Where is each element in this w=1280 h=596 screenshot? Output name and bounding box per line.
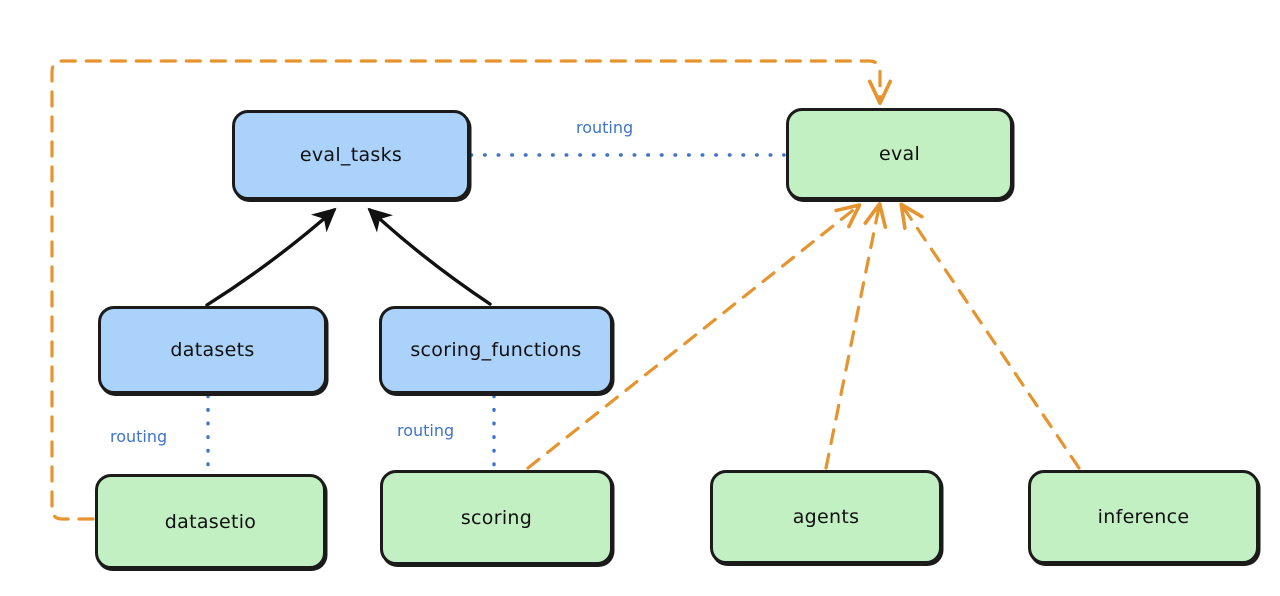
node-label: eval [878,143,921,165]
node-inference[interactable]: inference [1028,470,1259,564]
edge-scoring-eval [526,207,857,470]
node-eval[interactable]: eval [786,108,1013,200]
node-label: agents [792,506,860,528]
node-agents[interactable]: agents [710,470,942,564]
node-label: datasets [170,339,255,361]
node-label: scoring [460,506,533,529]
edge-label-routing-left: routing [110,427,168,446]
node-eval-tasks[interactable]: eval_tasks [232,110,470,200]
edge-label-routing-middle: routing [397,421,455,440]
node-datasetio[interactable]: datasetio [95,474,326,569]
node-scoring[interactable]: scoring [380,470,613,565]
edge-scoring_functions-eval_tasks [367,207,492,306]
node-datasets[interactable]: datasets [98,306,327,394]
node-label: scoring_functions [410,339,582,361]
edge-datasets-eval_tasks [205,207,337,307]
edge-inference-eval [903,207,1081,470]
node-scoring-functions[interactable]: scoring_functions [379,306,613,394]
node-label: inference [1097,506,1190,528]
node-label: datasetio [164,510,257,533]
edge-agents-eval [824,207,879,470]
edge-label-routing-top: routing [576,118,634,137]
edge-datasetio-eval [50,59,880,521]
node-label: eval_tasks [299,144,403,166]
